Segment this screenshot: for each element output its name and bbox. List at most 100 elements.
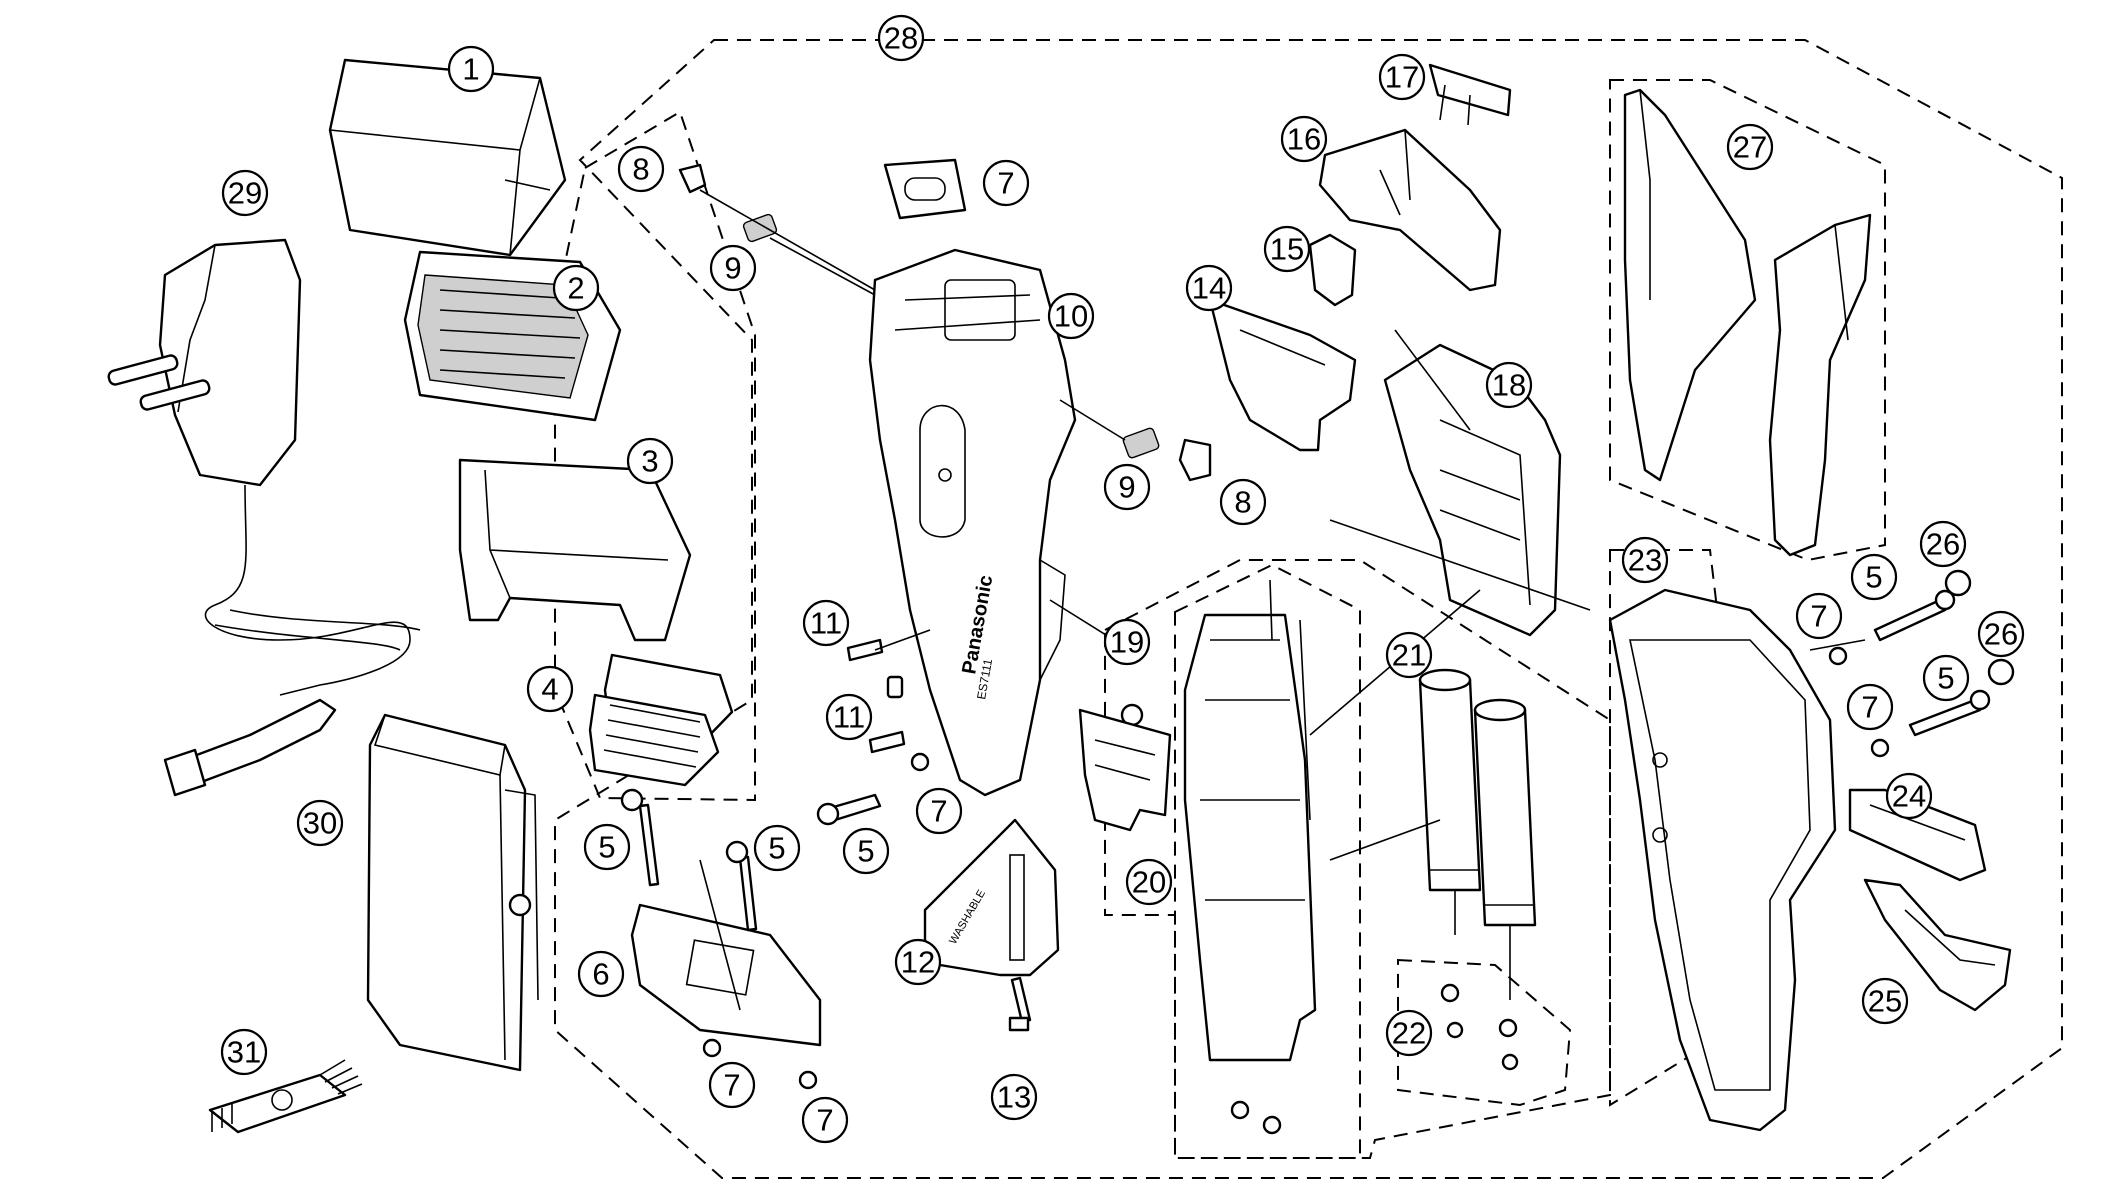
svg-text:4: 4 [541,672,558,707]
group-28-outline [554,39,2063,1179]
svg-text:19: 19 [1110,625,1144,660]
callout-6: 6 [577,950,625,998]
group-22-outline [1397,958,1572,1107]
part-7-top-gasket [883,158,967,220]
callout-9b: 9 [1103,463,1151,511]
callout-24: 24 [1885,772,1933,820]
callout-8b: 8 [1219,478,1267,526]
callout-7b: 7 [915,787,963,835]
callout-5c: 5 [842,827,890,875]
svg-text:5: 5 [598,830,615,865]
svg-text:30: 30 [303,806,337,841]
callout-26b: 26 [1977,610,2025,658]
part-23-back-housing [1608,588,1837,1132]
callout-7f: 7 [1846,683,1894,731]
callout-28: 28 [877,14,925,62]
svg-text:20: 20 [1132,865,1166,900]
callout-25: 25 [1861,977,1909,1025]
part-12-cover: WASHABLE [923,818,1060,977]
part-24-latch [1848,788,1987,882]
part-8-clip-right [1178,438,1212,482]
svg-text:24: 24 [1892,779,1926,814]
callout-16: 16 [1280,115,1328,163]
svg-text:7: 7 [930,794,947,829]
callout-30: 30 [296,799,344,847]
callout-10: 10 [1047,292,1095,340]
svg-text:28: 28 [884,21,918,56]
part-21-batteries [1418,668,1537,1000]
part-4-inner-blades [588,653,734,787]
svg-text:7: 7 [997,166,1014,201]
svg-text:26: 26 [1984,617,2018,652]
callout-5e: 5 [1922,654,1970,702]
svg-text:7: 7 [1810,599,1827,634]
part-circuit-board [1183,579,1317,1135]
part-9-spring-right [1122,427,1160,459]
svg-text:13: 13 [997,1080,1031,1115]
callout-7e: 7 [1795,592,1843,640]
callout-19: 19 [1103,618,1151,666]
svg-text:5: 5 [1937,661,1954,696]
part-3-foil-holder [458,458,692,642]
callout-8a: 8 [617,145,665,193]
part-1-outer-frame [328,58,567,257]
callout-5a: 5 [583,823,631,871]
callout-22: 22 [1385,1009,1433,1057]
svg-text:9: 9 [1118,470,1135,505]
group-19-21-outline [1104,559,1611,1159]
svg-text:5: 5 [857,834,874,869]
callout-21: 21 [1385,631,1433,679]
callout-11b: 11 [825,693,873,741]
callout-27: 27 [1726,123,1774,171]
part-5-screws-body [620,788,882,932]
svg-text:17: 17 [1385,60,1419,95]
callout-20: 20 [1125,858,1173,906]
part-6-holder-plate [630,903,822,1047]
svg-text:18: 18 [1492,368,1526,403]
part-14-bracket [1208,298,1357,452]
callout-14: 14 [1185,264,1233,312]
callout-26a: 26 [1919,520,1967,568]
svg-text:7: 7 [1861,690,1878,725]
part-18-motor-housing [1383,343,1562,637]
part-5-screws-right [1873,589,1991,737]
part-9-spring-left [742,213,778,243]
part-10-main-body: Panasonic ES7111 [868,248,1077,797]
svg-text:7: 7 [723,1068,740,1103]
svg-text:9: 9 [724,251,741,286]
group-27-outline [1609,79,1886,562]
callout-23: 23 [1621,536,1669,584]
part-27-side-covers [1623,88,1872,557]
callout-1: 1 [447,45,495,93]
part-26-caps [1944,569,2015,686]
part-25-switch [1863,878,2012,1012]
callout-18: 18 [1485,361,1533,409]
svg-text:6: 6 [592,957,609,992]
svg-text:29: 29 [228,176,262,211]
part-7-washers-right [1828,646,1890,758]
callout-17: 17 [1378,53,1426,101]
callout-12: 12 [894,938,942,986]
svg-text:31: 31 [227,1035,261,1070]
svg-text:11: 11 [810,606,842,641]
callout-15: 15 [1263,225,1311,273]
svg-text:5: 5 [1865,560,1882,595]
part-17-top-piece [1428,63,1512,126]
svg-text:23: 23 [1628,543,1662,578]
callout-4: 4 [526,665,574,713]
svg-text:26: 26 [1926,527,1960,562]
svg-text:16: 16 [1287,122,1321,157]
group-head-outline [554,110,756,802]
part-22-washers [1440,983,1519,1071]
svg-text:1: 1 [462,52,479,87]
callout-2: 2 [552,264,600,312]
svg-text:5: 5 [768,831,785,866]
callout-9a: 9 [709,244,757,292]
part-8-clip-left [678,163,707,194]
callout-31: 31 [220,1028,268,1076]
callout-7c: 7 [708,1061,756,1109]
callout-5b: 5 [753,824,801,872]
svg-text:7: 7 [816,1103,833,1138]
callout-5d: 5 [1850,553,1898,601]
part-7-washers [702,752,930,1090]
